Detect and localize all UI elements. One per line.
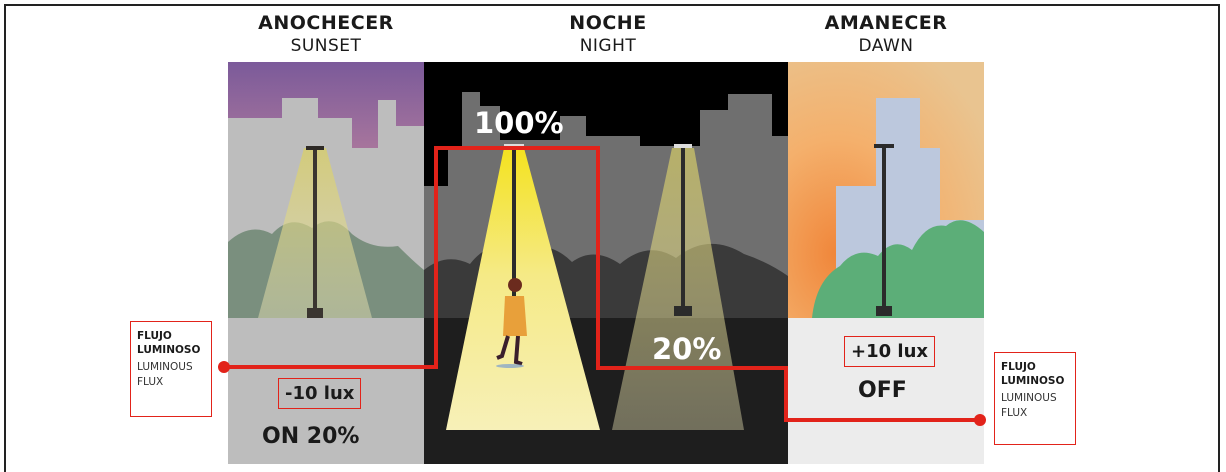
dawn-subtitle: DAWN	[858, 36, 914, 56]
dawn-lux-threshold: +10 lux	[844, 336, 935, 367]
sunset-header: ANOCHECER SUNSET	[228, 12, 424, 56]
reduced-level-label: 20%	[652, 332, 722, 366]
flux-legend-left: FLUJO LUMINOSO LUMINOUS FLUX	[130, 321, 212, 417]
dawn-panel	[788, 62, 984, 464]
night-subtitle: NIGHT	[579, 36, 637, 56]
flux-sub-line1: LUMINOUS	[137, 361, 193, 373]
flux-sub-line1: LUMINOUS	[1001, 392, 1057, 404]
sunset-title: ANOCHECER	[258, 12, 394, 34]
flux-title-line2: LUMINOSO	[1001, 375, 1065, 387]
sunset-lux-threshold: -10 lux	[278, 378, 362, 409]
flux-title-line2: LUMINOSO	[137, 344, 201, 356]
diagram-frame	[4, 4, 1220, 472]
full-level-label: 100%	[474, 106, 564, 140]
dawn-title: AMANECER	[824, 12, 948, 34]
flux-start-dot-icon	[218, 361, 230, 373]
dawn-state: OFF	[858, 378, 907, 403]
flux-sub-line2: FLUX	[1001, 407, 1028, 419]
flux-sub-line2: FLUX	[137, 376, 164, 388]
flux-title-line1: FLUJO	[137, 330, 172, 342]
sunset-panel	[228, 62, 424, 464]
night-bright-beam-icon	[446, 148, 600, 430]
night-header: NOCHE NIGHT	[510, 12, 706, 56]
sunset-state: ON 20%	[262, 424, 360, 449]
sunset-subtitle: SUNSET	[290, 36, 362, 56]
pedestrian-icon	[496, 278, 527, 368]
dawn-header: AMANECER DAWN	[788, 12, 984, 56]
night-dim-beam-icon	[612, 148, 744, 430]
night-title: NOCHE	[569, 12, 647, 34]
flux-title-line1: FLUJO	[1001, 361, 1036, 373]
flux-end-dot-icon	[974, 414, 986, 426]
night-panel	[424, 62, 788, 464]
luminous-flux-line	[224, 146, 980, 422]
flux-legend-right: FLUJO LUMINOSO LUMINOUS FLUX	[994, 352, 1076, 445]
